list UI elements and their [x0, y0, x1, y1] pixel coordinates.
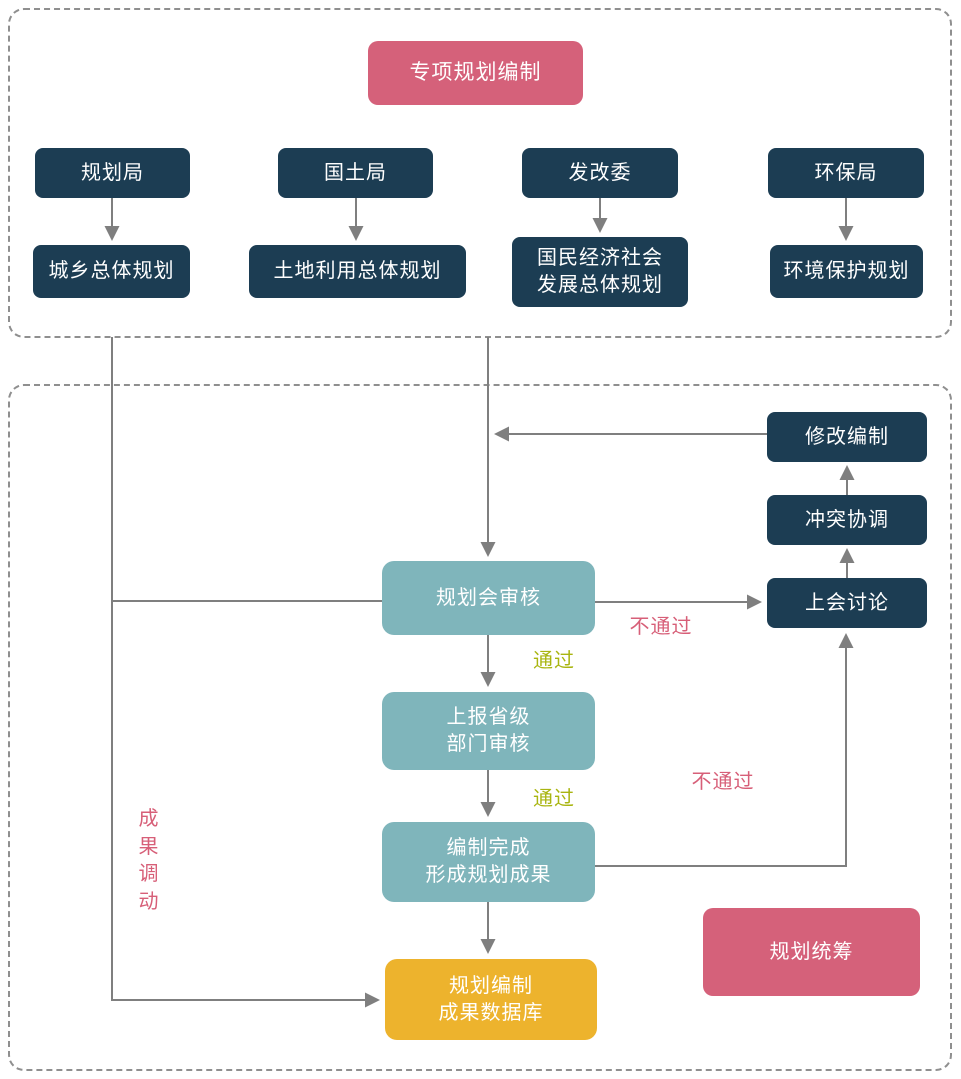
node-report-provincial-review: 上报省级 部门审核 [382, 692, 595, 770]
node-planning-results-database: 规划编制 成果数据库 [385, 959, 597, 1040]
node-urban-rural-master-plan: 城乡总体规划 [33, 245, 190, 298]
node-compilation-complete: 编制完成 形成规划成果 [382, 822, 595, 902]
planning-coordination-group-frame [8, 384, 952, 1071]
node-economic-social-master-plan: 国民经济社会 发展总体规划 [512, 237, 688, 307]
special-planning-group-frame [8, 8, 952, 338]
label-fail-report: 不通过 [691, 771, 755, 793]
node-environment-bureau: 环保局 [768, 148, 924, 198]
label-result-transfer: 成 果 调 动 [138, 808, 160, 913]
node-meeting-discussion: 上会讨论 [767, 578, 927, 628]
node-modify-compilation: 修改编制 [767, 412, 927, 462]
node-planning-bureau: 规划局 [35, 148, 190, 198]
label-pass-review: 通过 [533, 650, 575, 672]
label-pass-report: 通过 [533, 788, 575, 810]
node-planning-meeting-review: 规划会审核 [382, 561, 595, 635]
label-fail-review: 不通过 [629, 616, 693, 638]
node-conflict-coordination: 冲突协调 [767, 495, 927, 545]
node-development-reform-commission: 发改委 [522, 148, 678, 198]
special-planning-header: 专项规划编制 [368, 41, 583, 105]
node-environment-protection-plan: 环境保护规划 [770, 245, 923, 298]
node-land-bureau: 国土局 [278, 148, 433, 198]
node-planning-coordination: 规划统筹 [703, 908, 920, 996]
node-land-use-master-plan: 土地利用总体规划 [249, 245, 466, 298]
